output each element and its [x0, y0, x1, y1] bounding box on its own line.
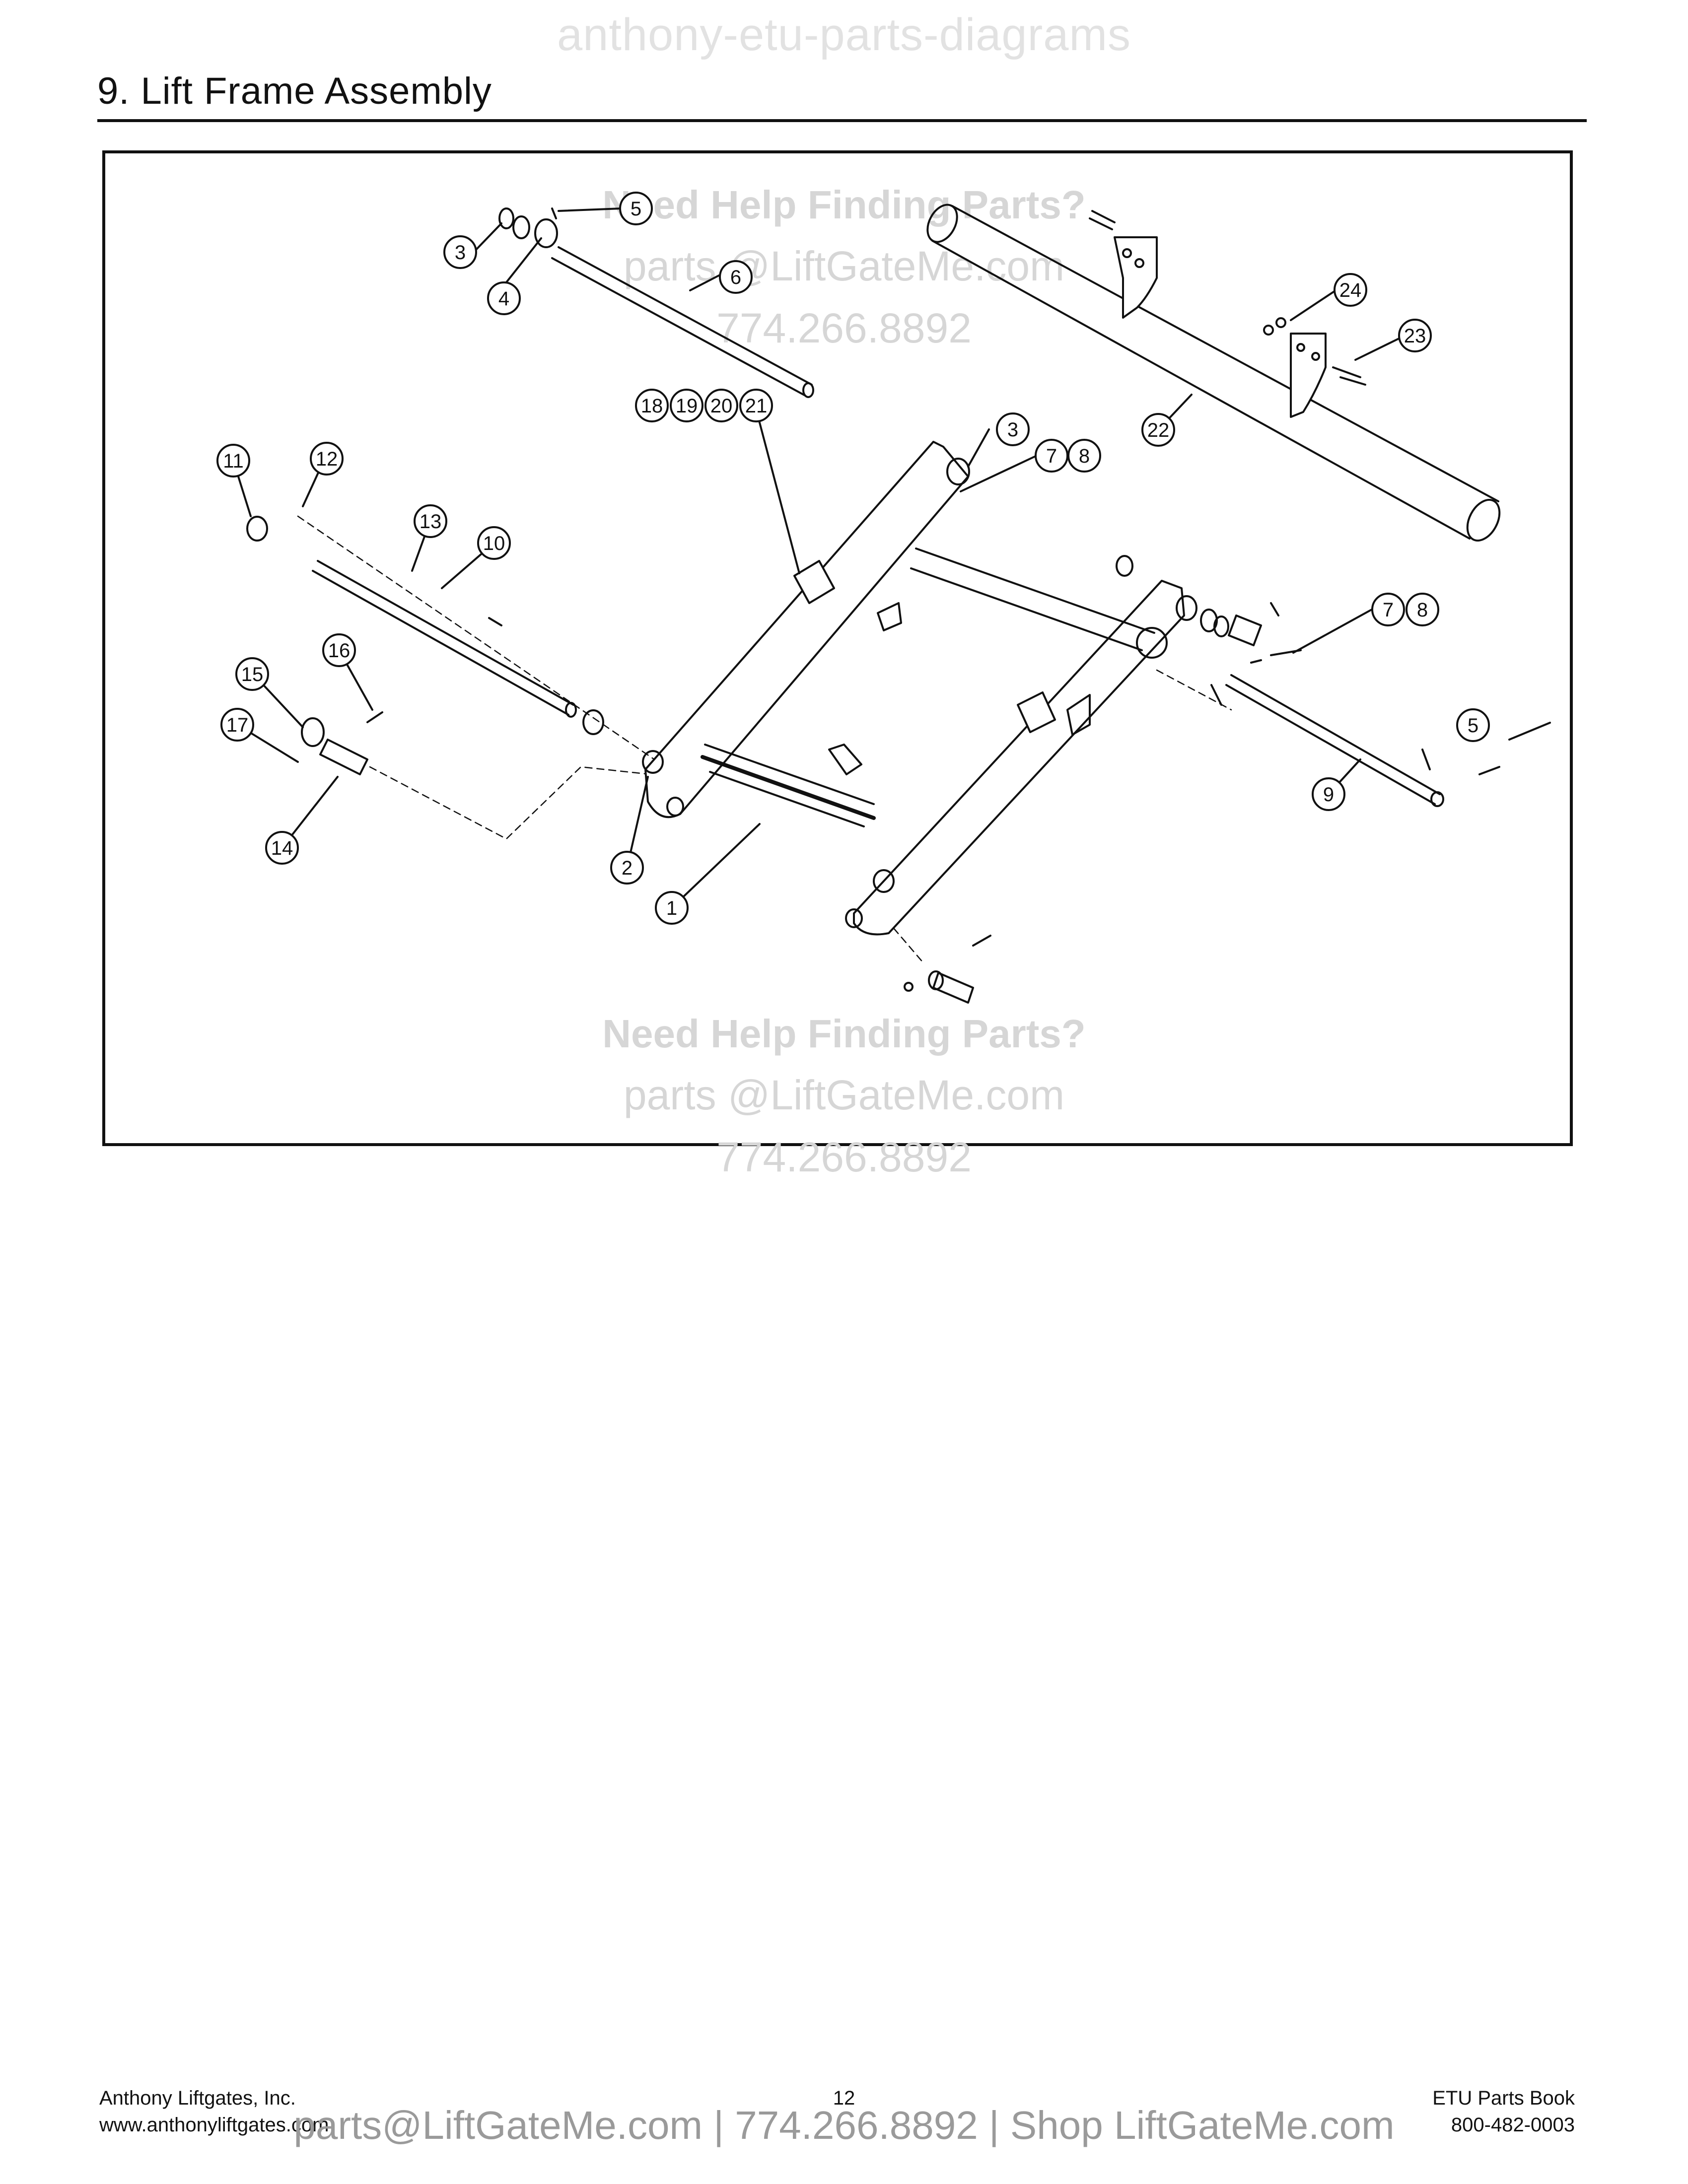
section-title: 9. Lift Frame Assembly	[97, 70, 492, 112]
callout-19: 19	[670, 389, 703, 422]
svg-text:6: 6	[730, 267, 741, 288]
svg-text:18: 18	[641, 395, 663, 417]
svg-text:parts @LiftGateMe.com: parts @LiftGateMe.com	[624, 1072, 1064, 1118]
callout-7b: 7	[1371, 593, 1405, 626]
callout-15: 15	[235, 657, 269, 691]
callout-5a: 5	[619, 192, 653, 225]
svg-text:17: 17	[226, 714, 249, 736]
callout-8a: 8	[1067, 439, 1101, 473]
callout-11: 11	[216, 444, 250, 478]
footer-book-block: ETU Parts Book 800-482-0003	[1432, 2085, 1575, 2138]
callout-1: 1	[655, 891, 689, 925]
callout-24: 24	[1334, 273, 1367, 307]
svg-text:8: 8	[1417, 599, 1428, 621]
callout-21: 21	[739, 389, 773, 422]
svg-text:11: 11	[223, 450, 244, 472]
svg-text:13: 13	[420, 511, 442, 533]
footer-banner-watermark: parts@LiftGateMe.com | 774.266.8892 | Sh…	[293, 2103, 1395, 2147]
svg-text:774.266.8892: 774.266.8892	[716, 1134, 972, 1180]
callout-13: 13	[414, 504, 447, 538]
callout-3b: 3	[996, 412, 1030, 446]
left-pin-part	[301, 711, 651, 840]
lift-frame-part	[642, 441, 1185, 936]
callout-18: 18	[635, 389, 669, 422]
svg-text:19: 19	[676, 395, 698, 417]
svg-text:7: 7	[1046, 445, 1057, 467]
diagram-watermark-top: Need Help Finding Parts? parts @LiftGate…	[602, 183, 1085, 351]
callout-8b: 8	[1406, 593, 1439, 626]
svg-text:parts @LiftGateMe.com: parts @LiftGateMe.com	[624, 243, 1064, 289]
footer-company: Anthony Liftgates, Inc.	[99, 2087, 296, 2109]
callout-10: 10	[477, 526, 511, 560]
callout-20: 20	[704, 389, 738, 422]
callout-14: 14	[265, 831, 299, 865]
svg-text:5: 5	[631, 198, 641, 220]
right-shaft-part	[1116, 555, 1500, 807]
title-divider	[97, 119, 1587, 122]
callout-23: 23	[1398, 319, 1432, 352]
svg-text:Need Help Finding Parts?: Need Help Finding Parts?	[602, 1012, 1085, 1056]
page-number: 12	[833, 2087, 855, 2109]
callout-7a: 7	[1035, 439, 1068, 473]
callout-16: 16	[322, 633, 356, 667]
mounting-tube-part	[926, 204, 1501, 542]
lift-frame-exploded-diagram: Need Help Finding Parts? parts @LiftGate…	[216, 183, 1551, 1180]
svg-text:5: 5	[1468, 715, 1478, 737]
svg-text:3: 3	[455, 242, 466, 264]
callout-2: 2	[610, 851, 644, 885]
svg-text:15: 15	[241, 664, 264, 685]
header-watermark: anthony-etu-parts-diagrams	[557, 9, 1131, 60]
callout-6: 6	[719, 260, 753, 294]
callout-3a: 3	[443, 235, 477, 269]
upper-shaft-part	[498, 207, 814, 398]
svg-text:1: 1	[666, 897, 677, 919]
callout-4: 4	[487, 281, 521, 315]
svg-text:23: 23	[1404, 325, 1426, 347]
svg-text:12: 12	[316, 448, 338, 470]
svg-text:7: 7	[1383, 599, 1394, 621]
svg-text:10: 10	[483, 533, 505, 554]
callouts: 1 2 3 3 4 5 5 6 7 8 7 8 9 10 11 12 13 14…	[216, 192, 1490, 925]
svg-text:Need Help Finding Parts?: Need Help Finding Parts?	[602, 183, 1085, 227]
callout-12: 12	[310, 442, 344, 476]
svg-text:20: 20	[710, 395, 733, 417]
svg-text:21: 21	[745, 395, 768, 417]
footer-book-title: ETU Parts Book	[1432, 2087, 1575, 2109]
footer-company-block: Anthony Liftgates, Inc. www.anthonyliftg…	[99, 2085, 329, 2138]
callout-9: 9	[1312, 777, 1345, 811]
svg-text:2: 2	[622, 857, 633, 879]
callout-5b: 5	[1456, 708, 1490, 742]
callout-22: 22	[1141, 413, 1175, 447]
footer-phone: 800-482-0003	[1451, 2114, 1575, 2136]
svg-text:3: 3	[1007, 419, 1018, 441]
svg-text:9: 9	[1323, 784, 1334, 806]
lower-pin-part	[893, 927, 991, 1004]
svg-text:4: 4	[498, 288, 509, 310]
svg-text:16: 16	[328, 640, 351, 662]
left-shaft-part	[246, 515, 666, 768]
diagram-frame	[102, 150, 1573, 1146]
footer-website[interactable]: www.anthonyliftgates.com	[99, 2114, 329, 2136]
svg-text:22: 22	[1147, 419, 1170, 441]
svg-text:14: 14	[271, 837, 293, 859]
svg-text:774.266.8892: 774.266.8892	[716, 305, 972, 351]
svg-text:8: 8	[1079, 445, 1090, 467]
callout-17: 17	[220, 708, 254, 742]
svg-text:24: 24	[1339, 279, 1362, 301]
diagram-watermark-bottom: Need Help Finding Parts? parts @LiftGate…	[602, 1012, 1085, 1180]
